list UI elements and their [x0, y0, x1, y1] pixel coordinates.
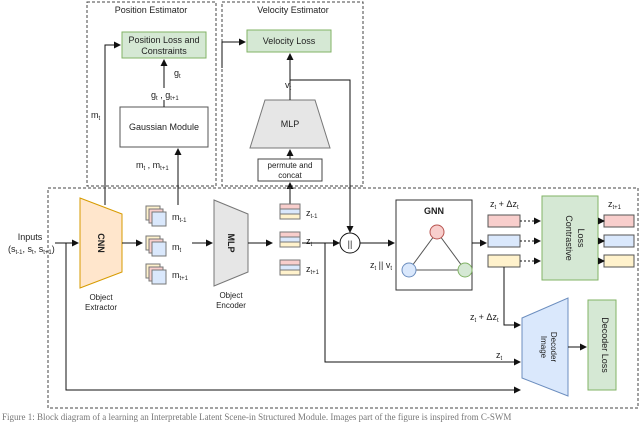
mask-label: mt+1 [172, 270, 189, 282]
g-pair-label: gt , gt+1 [151, 90, 179, 102]
z-slot [279, 203, 301, 210]
z-slot [279, 208, 301, 215]
position-loss-line1: Position Loss and [128, 35, 199, 45]
permute-line1: permute and [268, 161, 313, 170]
extractor-line1: Object [89, 293, 113, 302]
velocity-mlp-label: MLP [281, 119, 300, 129]
velocity-loss-label: Velocity Loss [263, 36, 316, 46]
arrow-inputs-to-decoder [65, 243, 521, 394]
mask-tile [151, 211, 167, 227]
main-model-group [47, 187, 639, 409]
image-decoder-trapezoid [521, 297, 569, 397]
arrow-m-side-to-loss [104, 41, 121, 205]
cnn-trapezoid [79, 197, 123, 289]
z-next-label: zt+1 [608, 199, 622, 211]
gnn-label: GNN [424, 206, 444, 216]
zdelta-slot-yellow [487, 254, 521, 268]
velocity-loss-box [246, 29, 332, 53]
gnn-node-green [457, 262, 473, 278]
mask-label: mt-1 [172, 212, 187, 224]
v-t-label: vt [285, 80, 292, 92]
arrow-z-to-decoder [324, 243, 521, 366]
cnn-label: CNN [96, 233, 106, 253]
arrow-vt-to-concat [290, 79, 354, 233]
decoder-loss-box [587, 299, 617, 391]
figure-caption: Figure 1: Block diagram of a learning an… [2, 412, 512, 422]
arrow-to-velocity-loss [221, 38, 246, 68]
gaussian-module-box [119, 106, 209, 148]
z-label: zt-1 [306, 208, 318, 220]
gnn-node-blue [401, 262, 417, 278]
zv-label: zt || vt [370, 260, 392, 272]
z-delta-label: zt + Δzt [490, 199, 519, 211]
velocity-mlp-trapezoid [249, 99, 331, 149]
inputs-label: Inputs [18, 232, 43, 242]
encoder-mlp-trapezoid [213, 199, 249, 287]
contrastive-line2: Loss [576, 228, 586, 248]
velocity-estimator-title: Velocity Estimator [257, 5, 329, 15]
block-diagram: Position Estimator Position Loss and Con… [8, 1, 639, 409]
decoder-loss-label: Decoder Loss [600, 317, 610, 373]
znext-slot-yellow [603, 254, 635, 268]
position-estimator-title: Position Estimator [115, 5, 188, 15]
znext-slot-red [603, 214, 635, 228]
z-label: zt [306, 236, 313, 248]
z-slot [279, 264, 301, 271]
arrow-zdelta-to-decoder [503, 267, 521, 329]
position-estimator-group [86, 1, 217, 187]
gnn-box [395, 199, 473, 291]
extractor-line2: Extractor [85, 303, 117, 312]
contrastive-line1: Contrastive [564, 215, 574, 261]
znext-slot-blue [603, 234, 635, 248]
z-delta-lower-label: zt + Δzt [470, 312, 499, 324]
mask-tile [151, 241, 167, 257]
m-side-label: mt [91, 110, 101, 122]
gnn-edge [408, 231, 438, 271]
z-label: zt+1 [306, 264, 320, 276]
concat-symbol: || [348, 239, 353, 249]
z-slot [279, 236, 301, 243]
contrastive-loss-box [541, 195, 599, 281]
decoder-line1: Image [539, 336, 548, 359]
encoder-line2: Encoder [216, 301, 246, 310]
z-slot [279, 259, 301, 266]
zdelta-slot-red [487, 214, 521, 228]
z-slot [279, 231, 301, 238]
decoder-line2: Decoder [549, 332, 558, 363]
gaussian-module-label: Gaussian Module [129, 122, 199, 132]
position-loss-box [121, 31, 207, 59]
gnn-node-red [429, 224, 445, 240]
z-t-lower-label: zt [496, 350, 503, 362]
zdelta-slot-blue [487, 234, 521, 248]
encoder-line1: Object [219, 291, 243, 300]
encoder-mlp-label: MLP [226, 234, 236, 253]
permute-line2: concat [278, 171, 302, 180]
z-slot [279, 241, 301, 248]
mask-label: mt [172, 242, 182, 254]
z-slot [279, 213, 301, 220]
gnn-edge [436, 231, 466, 271]
g-t-label: gt [174, 68, 181, 80]
position-loss-line2: Constraints [141, 46, 187, 56]
z-slot [279, 269, 301, 276]
m-pair-label: mt , mt+1 [136, 160, 169, 172]
mask-tile [151, 269, 167, 285]
